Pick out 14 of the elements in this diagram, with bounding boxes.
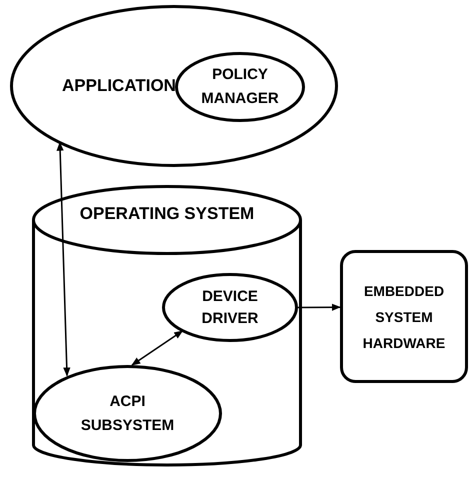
node-label: OPERATING SYSTEM bbox=[80, 204, 254, 223]
ellipse bbox=[162, 273, 298, 342]
node-label: ACPI SUBSYSTEM bbox=[80, 392, 174, 436]
rounded-box bbox=[340, 250, 468, 383]
ellipse bbox=[33, 365, 222, 462]
node-label: EMBEDDED SYSTEM HARDWARE bbox=[362, 282, 446, 352]
node-label: POLICY MANAGER bbox=[200, 65, 280, 109]
ellipse bbox=[10, 5, 338, 167]
node-label: DEVICE DRIVER bbox=[200, 286, 260, 328]
node-label: APPLICATION bbox=[62, 76, 176, 95]
arrow bbox=[131, 330, 184, 366]
ellipse bbox=[175, 52, 305, 122]
arrow bbox=[56, 142, 70, 377]
arrow bbox=[298, 304, 341, 311]
